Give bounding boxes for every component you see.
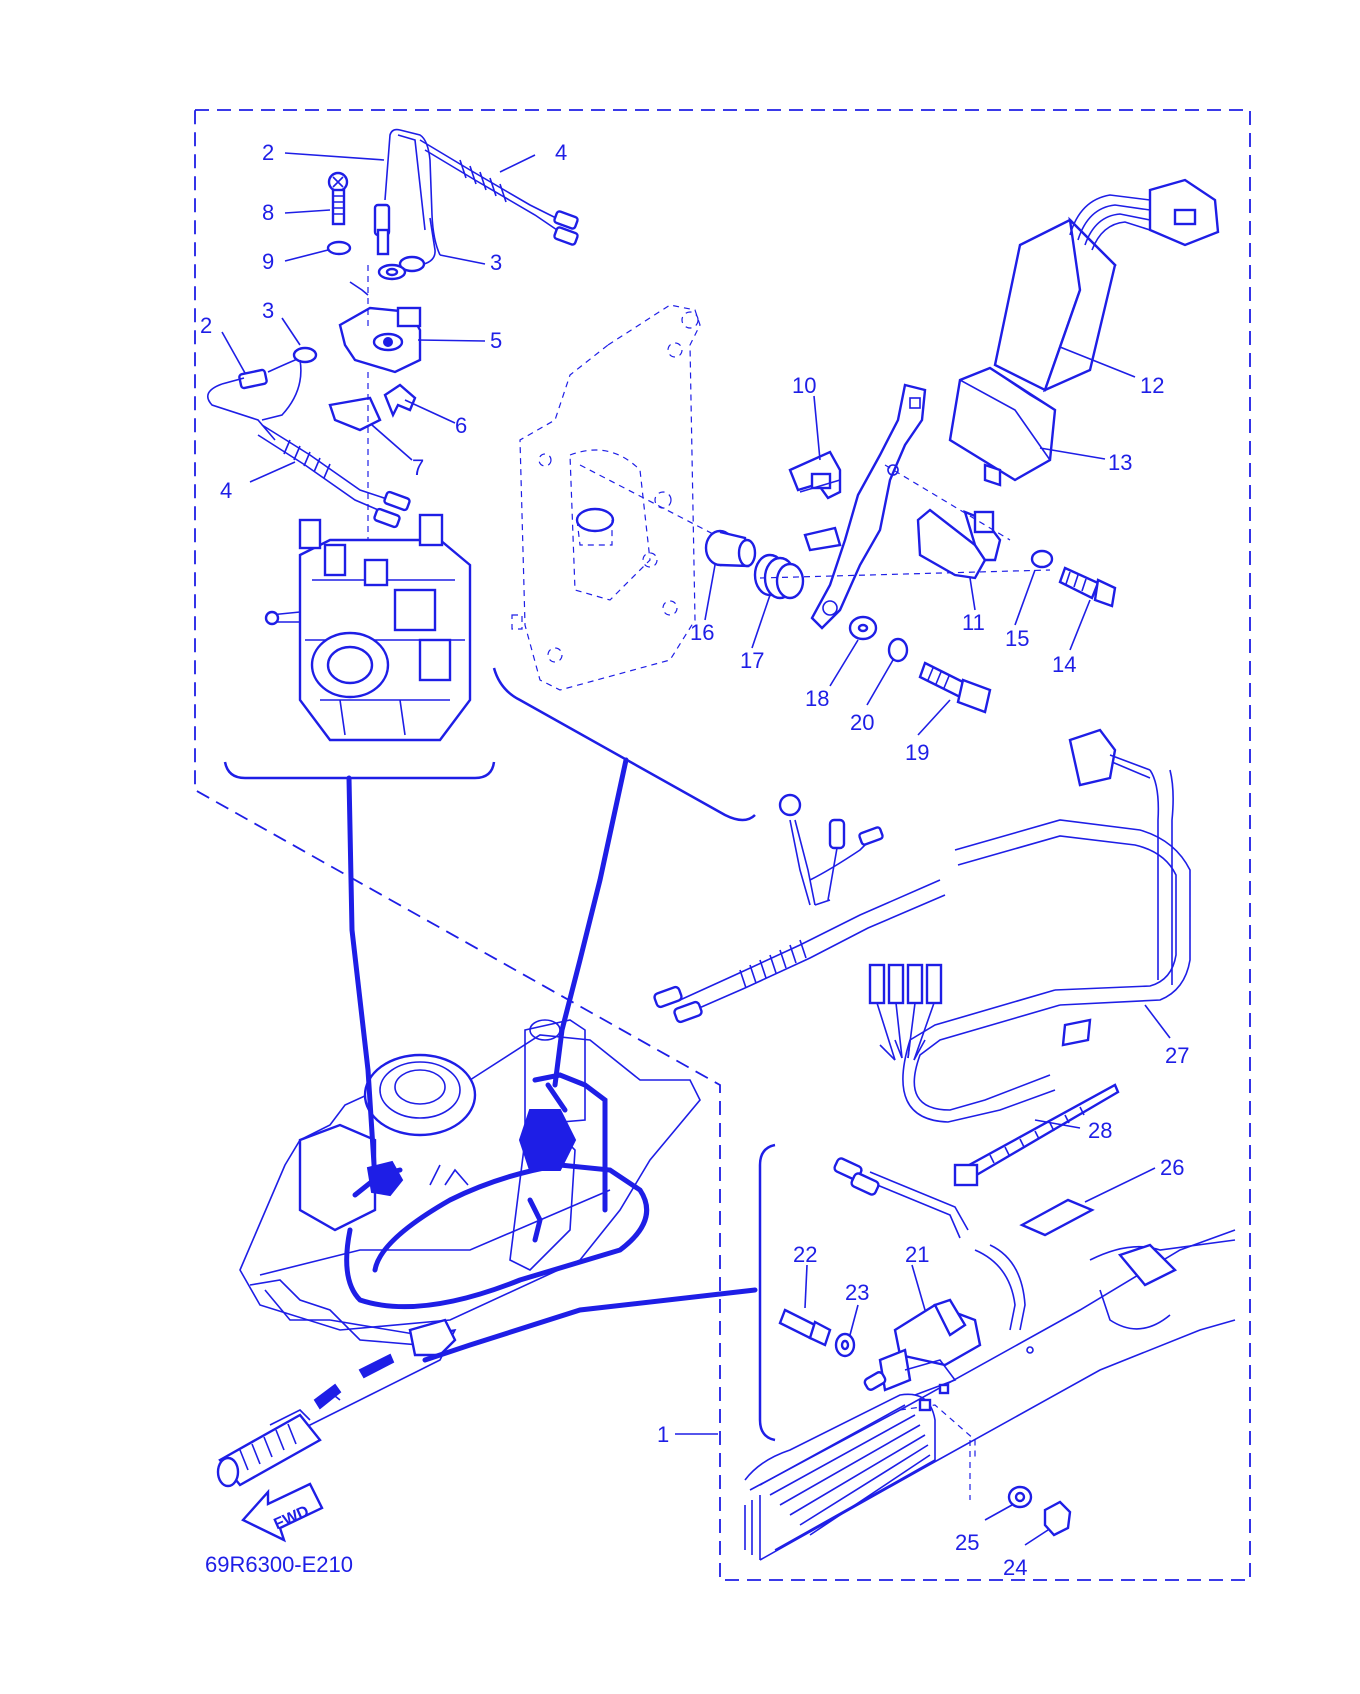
callout-3-lower: 3 xyxy=(262,298,274,323)
callout-6: 6 xyxy=(455,413,467,438)
callout-12: 12 xyxy=(1140,373,1164,398)
cover-plate-drawing xyxy=(511,304,716,691)
callout-numbers: 2 4 8 9 3 2 3 5 6 7 4 10 12 13 11 15 14 … xyxy=(200,140,1189,1580)
callout-10: 10 xyxy=(792,373,816,398)
engine-overview xyxy=(216,1019,701,1488)
callout-27: 27 xyxy=(1165,1043,1189,1068)
holder-13 xyxy=(948,366,1057,487)
callout-9: 9 xyxy=(262,249,274,274)
group-bracket-plate xyxy=(492,667,756,822)
callout-4-lower: 4 xyxy=(220,478,232,503)
callout-18: 18 xyxy=(805,686,829,711)
callout-5: 5 xyxy=(490,328,502,353)
fwd-arrow-icon: FWD xyxy=(241,1482,324,1543)
washer-25-nut-24 xyxy=(1007,1485,1072,1537)
callout-28: 28 xyxy=(1088,1118,1112,1143)
callout-13: 13 xyxy=(1108,450,1132,475)
drawing-code: 69R6300-E210 xyxy=(205,1552,353,1577)
callout-14: 14 xyxy=(1052,652,1076,677)
callout-2-upper: 2 xyxy=(262,140,274,165)
callout-7: 7 xyxy=(412,455,424,480)
tiller-handle-drawing xyxy=(744,1229,1236,1561)
callout-17: 17 xyxy=(740,648,764,673)
callout-22: 22 xyxy=(793,1242,817,1267)
stop-switch-21 xyxy=(778,1157,1026,1396)
callout-23: 23 xyxy=(845,1280,869,1305)
callout-8: 8 xyxy=(262,200,274,225)
cdi-unit-12 xyxy=(993,178,1220,393)
callout-15: 15 xyxy=(1005,626,1029,651)
cable-tie-28 xyxy=(953,1083,1120,1187)
callout-25: 25 xyxy=(955,1530,979,1555)
callout-20: 20 xyxy=(850,710,874,735)
group-leader-lines xyxy=(346,757,758,1363)
callout-3-upper: 3 xyxy=(490,250,502,275)
wire-harness-27 xyxy=(653,728,1191,1123)
callout-19: 19 xyxy=(905,740,929,765)
callout-24: 24 xyxy=(1003,1555,1027,1580)
callout-2-lower: 2 xyxy=(200,313,212,338)
callout-16: 16 xyxy=(690,620,714,645)
callout-11: 11 xyxy=(962,610,985,635)
bracket-assembly xyxy=(704,383,1117,714)
sensor-lead-assembly xyxy=(206,128,579,560)
group-bracket-tiller xyxy=(758,1143,776,1442)
callout-1: 1 xyxy=(657,1422,669,1447)
group-bracket-carb xyxy=(223,761,496,780)
carburetor-drawing xyxy=(264,513,472,742)
callout-21: 21 xyxy=(905,1242,929,1267)
callout-26: 26 xyxy=(1160,1155,1184,1180)
callout-leaders xyxy=(221,152,1171,1546)
label-26 xyxy=(1019,1198,1095,1237)
callout-4-upper: 4 xyxy=(555,140,567,165)
